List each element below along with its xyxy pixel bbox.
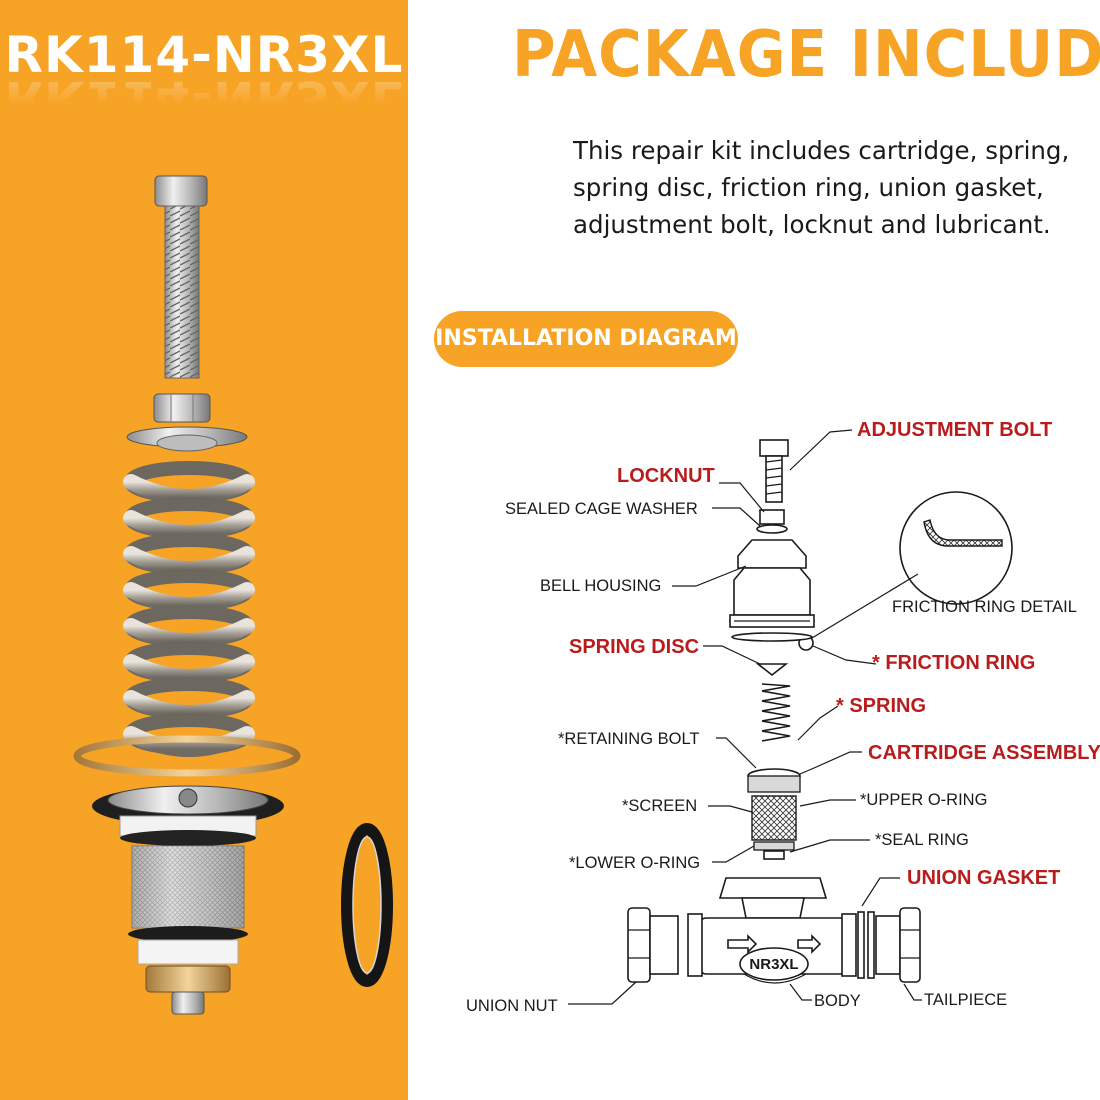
label-body: BODY: [814, 992, 861, 1010]
spring-coil-front: [123, 582, 255, 613]
washer-part: [126, 426, 248, 452]
label-sealed-cage-washer: SEALED CAGE WASHER: [505, 500, 698, 518]
label-retaining-bolt: *RETAINING BOLT: [558, 730, 700, 748]
installation-diagram: ADJUSTMENT BOLT LOCKNUT SEALED CAGE WASH…: [466, 419, 1100, 1015]
diagram-spring: [761, 683, 791, 742]
body-marking: NR3XL: [749, 956, 798, 973]
label-upper-o-ring: *UPPER O-RING: [860, 791, 987, 809]
diagram-valve-body: [687, 877, 857, 984]
diagram-bell-housing: [729, 539, 815, 628]
description-line: spring disc, friction ring, union gasket…: [573, 173, 1044, 202]
label-lower-o-ring: *LOWER O-RING: [569, 854, 700, 872]
label-friction-ring: * FRICTION RING: [872, 652, 1035, 674]
locknut-part: [153, 393, 211, 423]
spring-part: [123, 461, 255, 757]
label-bell-housing: BELL HOUSING: [540, 577, 661, 595]
diagram-spring-disc: [755, 663, 789, 677]
label-locknut: LOCKNUT: [617, 465, 715, 487]
diagram-spring-coil: [761, 683, 791, 742]
label-friction-ring-detail: FRICTION RING DETAIL: [892, 598, 1077, 616]
diagram-friction-ring-detail: [811, 491, 1013, 639]
label-union-gasket: UNION GASKET: [907, 867, 1060, 889]
friction-ring-part: [73, 735, 301, 777]
package-description: This repair kit includes cartridge, spri…: [573, 132, 1093, 243]
label-seal-ring: *SEAL RING: [875, 831, 969, 849]
label-adjustment-bolt: ADJUSTMENT BOLT: [857, 419, 1052, 441]
diagram-union-nut: [627, 907, 679, 983]
label-union-nut: UNION NUT: [466, 997, 558, 1015]
cartridge-part: [92, 785, 284, 1015]
description-line: adjustment bolt, locknut and lubricant.: [573, 210, 1051, 239]
spring-coil-front: [123, 546, 255, 577]
spring-coil-front: [123, 510, 255, 541]
product-panel: RK114-NR3XL RK114-NR3XL: [0, 0, 408, 1100]
label-spring-disc: SPRING DISC: [569, 636, 699, 658]
union-gasket-part: [341, 823, 393, 987]
label-spring: * SPRING: [836, 695, 926, 717]
diagram-cartridge: [747, 768, 801, 860]
diagram-union-gasket: [857, 911, 865, 979]
package-title: PACKAGE INCLUDE: [512, 18, 1100, 92]
label-tailpiece: TAILPIECE: [924, 991, 1007, 1009]
diagram-adjustment-bolt: [759, 439, 789, 503]
adjustment-bolt-part: [154, 175, 208, 379]
description-line: This repair kit includes cartridge, spri…: [573, 136, 1070, 165]
installation-diagram-badge: INSTALLATION DIAGRAM: [434, 311, 738, 367]
label-cartridge-assembly: CARTRIDGE ASSEMBLY: [868, 742, 1100, 764]
diagram-washer: [756, 524, 788, 534]
spring-coil-front: [123, 618, 255, 649]
diagram-locknut: [759, 509, 785, 525]
diagram-tailpiece: [875, 907, 921, 983]
model-title: RK114-NR3XL: [4, 26, 404, 84]
label-screen: *SCREEN: [622, 797, 697, 815]
spring-coil-front: [123, 654, 255, 685]
spring-coil-front: [123, 690, 255, 721]
spring-coil-front: [123, 474, 255, 505]
kit-parts-illustration: [73, 175, 393, 1015]
